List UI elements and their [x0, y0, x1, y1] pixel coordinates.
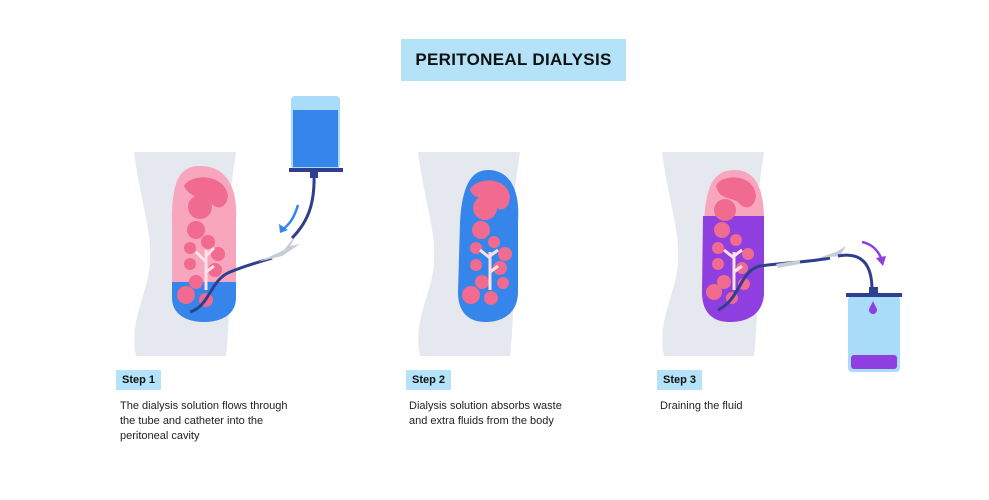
page-title: PERITONEAL DIALYSIS [401, 39, 626, 81]
step3-illustration [662, 152, 902, 372]
flow-arrow [281, 204, 300, 231]
intestine-organs [177, 195, 225, 307]
step1-illustration [134, 96, 343, 356]
liver-organ [184, 177, 228, 208]
step2-badge: Step 2 [406, 370, 452, 390]
bag-cap [289, 168, 343, 172]
step3-badge: Step 3 [657, 370, 703, 390]
step3-description: Draining the fluid [660, 400, 743, 412]
blood-vessels [194, 246, 216, 290]
bag-fluid [293, 110, 338, 167]
step2-illustration [418, 152, 520, 356]
catheter-tube [189, 256, 273, 314]
step1-badge: Step 1 [116, 370, 162, 390]
step2-description: Dialysis solution absorbs waste and extr… [409, 400, 562, 427]
supply-tube [290, 171, 316, 240]
step1-description: The dialysis solution flows through the … [120, 400, 288, 442]
